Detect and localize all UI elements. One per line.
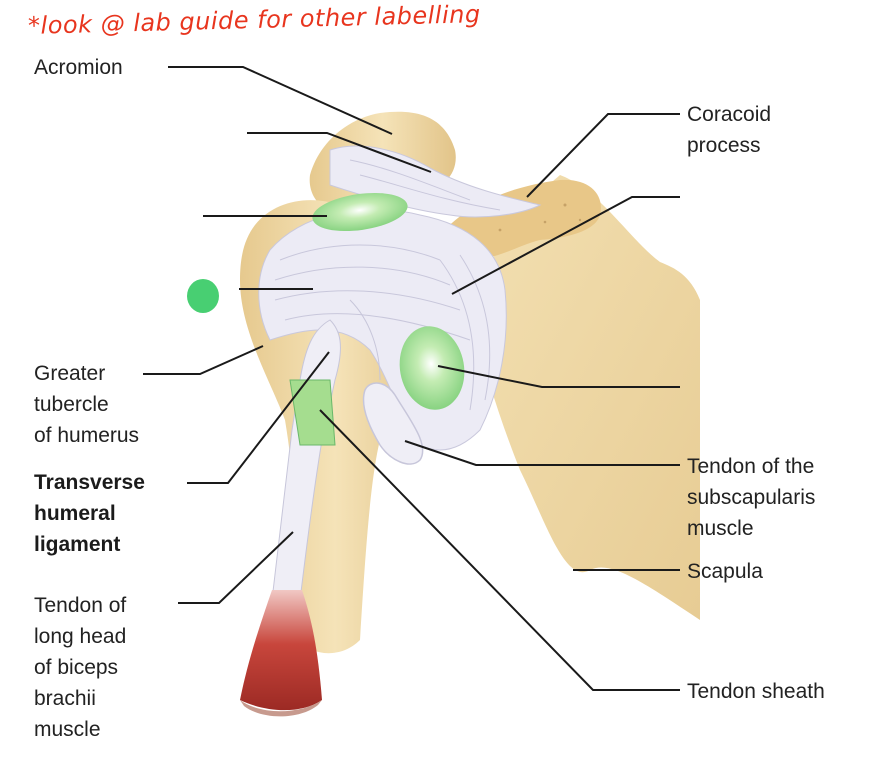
leader-subscapularis <box>404 440 680 466</box>
label-greater-tubercle: Greater tubercle of humerus <box>34 362 140 447</box>
tendon-sheath-shape <box>289 379 336 446</box>
label-scapula: Scapula <box>687 560 763 583</box>
label-coracoid-process: Coracoid process <box>687 103 772 157</box>
scapula-bone <box>470 175 700 620</box>
leader-coracoid <box>526 113 680 198</box>
leader-tendon-sheath <box>319 409 680 691</box>
leader-acromion <box>168 66 393 135</box>
leader-blank-right <box>451 196 680 295</box>
label-transverse-humeral-ligament: Transverse humeral ligament <box>34 471 145 556</box>
biceps-cut-end <box>240 700 322 717</box>
green-marker-dot <box>187 279 219 313</box>
label-tendon-subscapularis: Tendon of the subscapularis muscle <box>687 455 816 540</box>
leader-blank-bursa <box>437 365 680 388</box>
subacromial-bursa <box>312 192 408 232</box>
label-tendon-sheath: Tendon sheath <box>687 680 825 703</box>
leader-biceps-tendon <box>178 531 294 604</box>
label-acromion: Acromion <box>34 56 123 79</box>
coracoid-process-bone <box>440 179 601 260</box>
subscapularis-tendon <box>362 382 424 465</box>
leader-lines <box>143 66 680 691</box>
biceps-muscle <box>240 590 322 711</box>
subscapular-bursa <box>399 326 465 410</box>
leader-transverse-ligament <box>187 351 330 484</box>
label-tendon-long-head-biceps: Tendon of long head of biceps brachii mu… <box>34 594 127 741</box>
leader-greater-tubercle <box>143 345 264 375</box>
leader-blank-1 <box>247 132 432 173</box>
